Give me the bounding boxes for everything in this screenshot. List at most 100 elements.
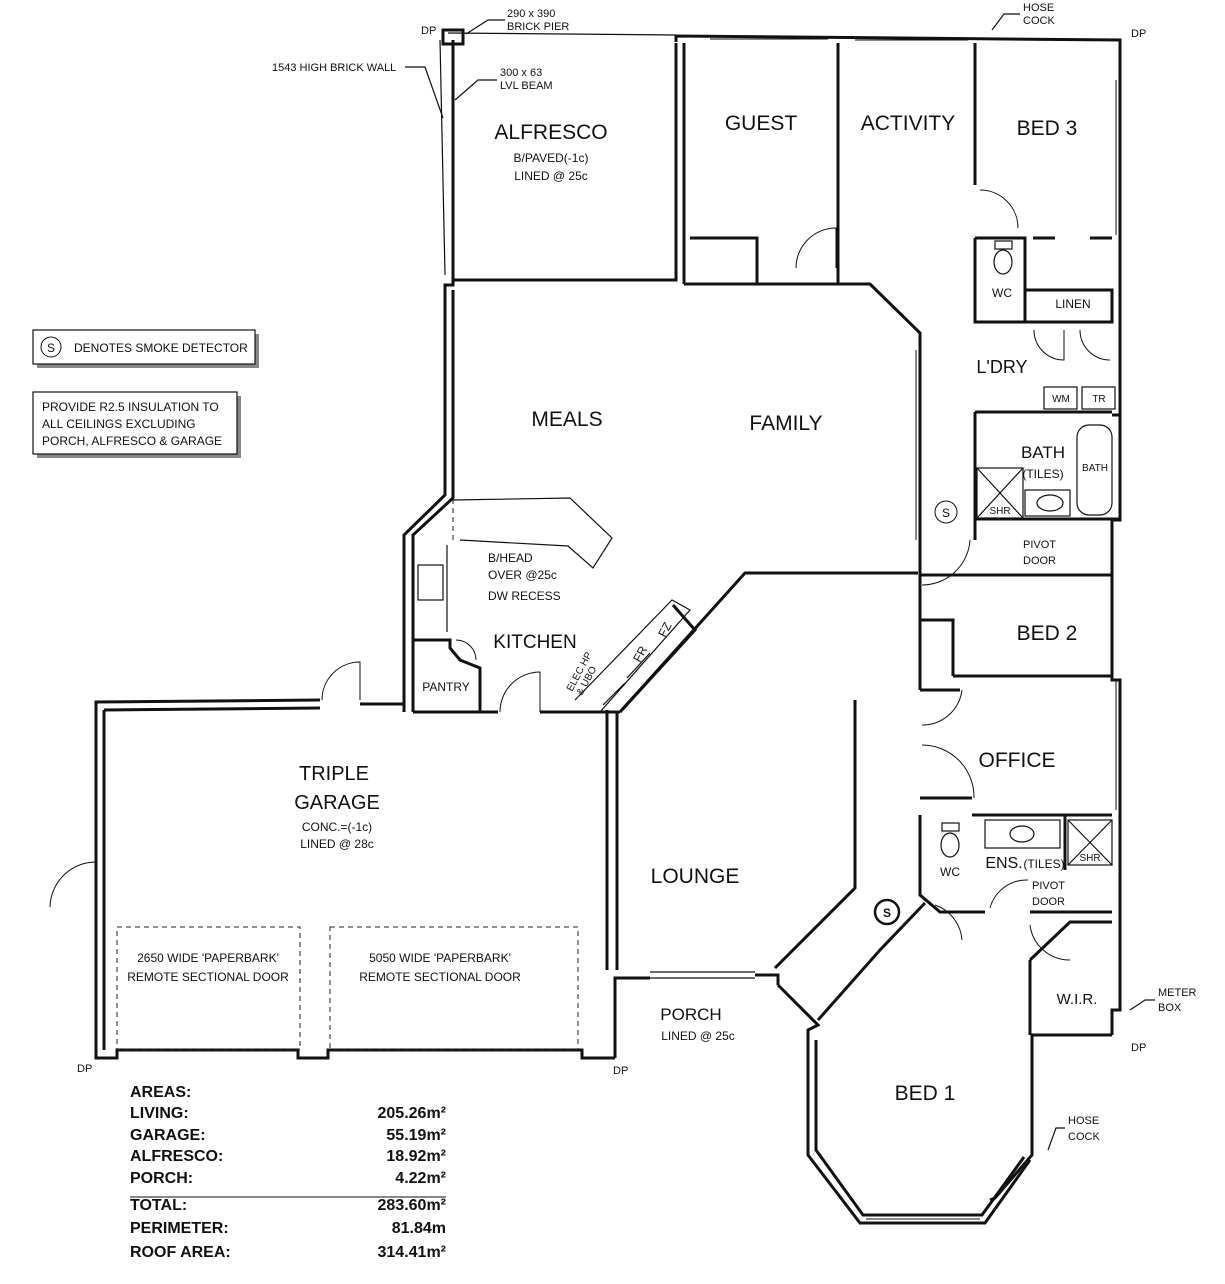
alfresco-south-wall — [453, 43, 678, 282]
tr-label: TR — [1092, 394, 1105, 405]
garage-door-2-type: REMOTE SECTIONAL DOOR — [359, 970, 521, 984]
door-swings — [49, 189, 1111, 961]
room-label-wc: WC — [992, 286, 1012, 300]
bath-tiles: (TILES) — [1022, 467, 1063, 481]
downpipe-label: DP — [1131, 28, 1146, 40]
garage-door-2-size: 5050 WIDE 'PAPERBARK' — [369, 951, 511, 965]
ensuite-pivot-2: DOOR — [1032, 896, 1065, 908]
downpipe-label: DP — [421, 25, 436, 37]
legend-text: DENOTES SMOKE DETECTOR — [74, 341, 248, 355]
room-label-lounge: LOUNGE — [651, 865, 740, 888]
room-labels: ALFRESCO B/PAVED(-1c) LINED @ 25c GUEST … — [127, 112, 1108, 1105]
pier-size: 290 x 390 — [507, 8, 555, 20]
smoke-detector-family: S — [934, 500, 958, 524]
room-label-garage-2: GARAGE — [294, 792, 380, 814]
toilet — [993, 249, 1013, 275]
area-row-label: GARAGE: — [130, 1127, 206, 1144]
dw-recess-label: DW RECESS — [488, 589, 561, 603]
bathtub — [1076, 424, 1113, 516]
pier-label: BRICK PIER — [507, 21, 569, 33]
areas-schedule: AREAS: LIVING:205.26m²GARAGE:55.19m²ALFR… — [130, 1084, 446, 1261]
pivot-door-label-2: DOOR — [1023, 555, 1056, 567]
garage-door-1-size: 2650 WIDE 'PAPERBARK' — [137, 951, 279, 965]
east-wall-1 — [1112, 340, 1122, 417]
ensuite-toilet — [940, 832, 960, 858]
ensuite-wc-label: WC — [940, 865, 960, 879]
garage-door-1-outline — [116, 926, 301, 1051]
alfresco-beam-line — [447, 32, 677, 36]
room-label-bed2: BED 2 — [1017, 622, 1078, 645]
hose-cock-2-label-2: COCK — [1068, 1131, 1100, 1143]
smoke-detector-icon — [934, 500, 958, 524]
porch-west-wall — [613, 976, 650, 1058]
area-row-value: 4.22m² — [395, 1170, 446, 1187]
room-label-bed3: BED 3 — [1017, 117, 1078, 140]
area-row-label: ALFRESCO: — [130, 1148, 223, 1165]
hose-cock-label-2: COCK — [1023, 15, 1055, 27]
freezer-label: FZ — [655, 620, 674, 640]
room-label-porch: PORCH — [660, 1005, 721, 1024]
garage-door-1-type: REMOTE SECTIONAL DOOR — [127, 970, 289, 984]
guest-robe — [684, 236, 759, 286]
ensuite-walls — [918, 815, 985, 914]
downpipe-label: DP — [77, 1063, 92, 1075]
room-label-ensuite: ENS. — [985, 855, 1022, 872]
area-row-label: TOTAL: — [130, 1197, 187, 1214]
brick-wall-label: 1543 HIGH BRICK WALL — [272, 62, 396, 74]
ensuite-tiles: (TILES) — [1023, 857, 1064, 871]
area-row-label: PERIMETER: — [130, 1220, 229, 1237]
garage-finish: CONC.=(-1c) — [302, 820, 372, 834]
garage-walls — [94, 698, 615, 1060]
area-row-value: 81.84m — [392, 1220, 446, 1237]
washing-machine — [1043, 386, 1078, 410]
area-row-value: 314.41m² — [378, 1244, 447, 1261]
wm-label: WM — [1052, 394, 1070, 405]
garage-lining: LINED @ 28c — [300, 837, 374, 851]
room-label-office: OFFICE — [979, 749, 1056, 772]
room-label-linen: LINEN — [1055, 297, 1090, 311]
room-label-guest: GUEST — [725, 112, 798, 135]
bed1-bay-wall — [806, 1035, 1032, 1225]
windows — [710, 38, 1117, 1220]
meter-box-label-1: METER — [1158, 987, 1197, 999]
room-label-kitchen: KITCHEN — [493, 632, 576, 653]
exterior-walls — [94, 28, 1122, 1225]
area-row-label: LIVING: — [130, 1105, 189, 1122]
hose-cock-label-1: HOSE — [1023, 2, 1054, 14]
legend-symbol: S — [47, 341, 55, 355]
alfresco-open-side — [439, 39, 446, 276]
smoke-detector-symbol: S — [942, 506, 950, 520]
area-row-label: PORCH: — [130, 1170, 193, 1187]
ensuite-pivot-1: PIVOT — [1032, 880, 1065, 892]
bathtub-label: BATH — [1082, 463, 1108, 474]
beam-label: LVL BEAM — [500, 80, 553, 92]
insulation-note: PROVIDE R2.5 INSULATION TO ALL CEILINGS … — [32, 391, 241, 458]
bath-basin — [1036, 494, 1064, 512]
smoke-detector-legend: S DENOTES SMOKE DETECTOR — [32, 329, 259, 368]
porch-lining: LINED @ 25c — [661, 1029, 735, 1043]
bath-shower — [976, 467, 1024, 519]
kitchen-west-wall — [402, 40, 455, 712]
lounge-east-wall — [773, 700, 857, 970]
room-label-bath: BATH — [1021, 443, 1065, 462]
room-label-family: FAMILY — [749, 412, 822, 435]
bulkhead-label-2: OVER @25c — [488, 568, 557, 582]
alfresco-finish: B/PAVED(-1c) — [514, 151, 589, 165]
bed1-bay-inner — [814, 1040, 1026, 1217]
insulation-line-1: PROVIDE R2.5 INSULATION TO — [42, 400, 219, 414]
area-row-value: 55.19m² — [386, 1127, 446, 1144]
annotations: 290 x 390 BRICK PIER 1543 HIGH BRICK WAL… — [77, 2, 1197, 1151]
meter-box-label-2: BOX — [1158, 1002, 1182, 1014]
linen-walls — [1025, 288, 1114, 324]
room-label-bed1: BED 1 — [895, 1082, 956, 1105]
insulation-line-2: ALL CEILINGS EXCLUDING — [42, 417, 196, 431]
kitchen-sink — [417, 564, 444, 601]
fridge-label: FR — [630, 643, 650, 664]
porch-diagonal — [776, 983, 821, 1035]
area-row-value: 283.60m² — [378, 1197, 447, 1214]
north-east-wall — [674, 34, 1122, 340]
room-label-pantry: PANTRY — [422, 680, 470, 694]
downpipe-label: DP — [1131, 1042, 1146, 1054]
